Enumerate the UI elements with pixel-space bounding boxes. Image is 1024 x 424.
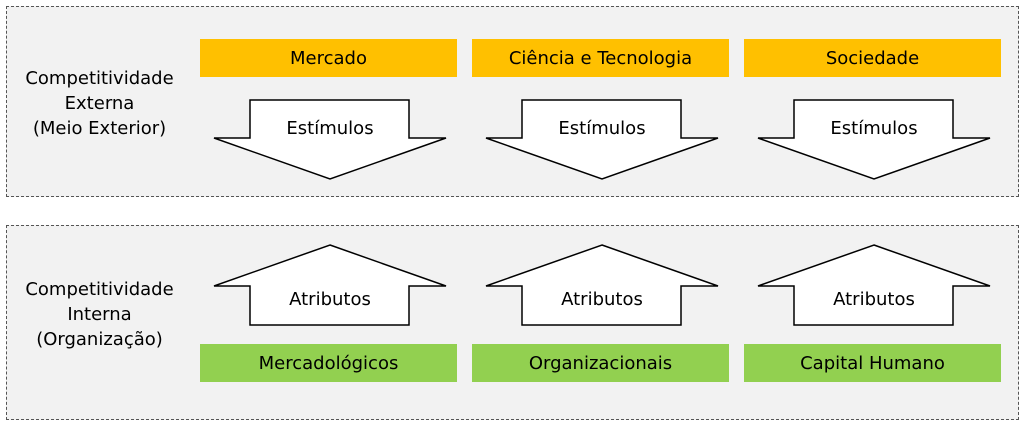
external-box-mercado: Mercado [200, 39, 457, 77]
external-label-line-1: Competitividade [25, 68, 174, 89]
internal-panel-label: Competitividade Interna (Organização) [7, 277, 192, 352]
arrow-label-atributos-2: Atributos [561, 289, 643, 310]
up-arrow-1: Atributos [212, 243, 448, 327]
external-panel-label: Competitividade Externa (Meio Exterior) [7, 66, 192, 141]
up-arrow-3: Atributos [756, 243, 992, 327]
arrow-label-atributos-1: Atributos [289, 289, 371, 310]
internal-label-line-1: Competitividade [25, 279, 174, 300]
up-arrow-2: Atributos [484, 243, 720, 327]
external-label-line-3: (Meio Exterior) [32, 118, 167, 139]
arrow-label-estimulos-2: Estímulos [558, 118, 646, 139]
external-box-ciencia-tecnologia: Ciência e Tecnologia [472, 39, 729, 77]
internal-box-organizacionais: Organizacionais [472, 344, 729, 382]
external-label-line-2: Externa [64, 93, 135, 114]
internal-box-mercadologicos: Mercadológicos [200, 344, 457, 382]
arrow-label-estimulos-3: Estímulos [830, 118, 918, 139]
internal-label-line-2: Interna [67, 304, 132, 325]
arrow-label-atributos-3: Atributos [833, 289, 915, 310]
external-box-sociedade: Sociedade [744, 39, 1001, 77]
internal-label-line-3: (Organização) [36, 329, 163, 350]
down-arrow-1: Estímulos [212, 99, 448, 181]
arrow-label-estimulos-1: Estímulos [286, 118, 374, 139]
down-arrow-3: Estímulos [756, 99, 992, 181]
down-arrow-2: Estímulos [484, 99, 720, 181]
internal-box-capital-humano: Capital Humano [744, 344, 1001, 382]
